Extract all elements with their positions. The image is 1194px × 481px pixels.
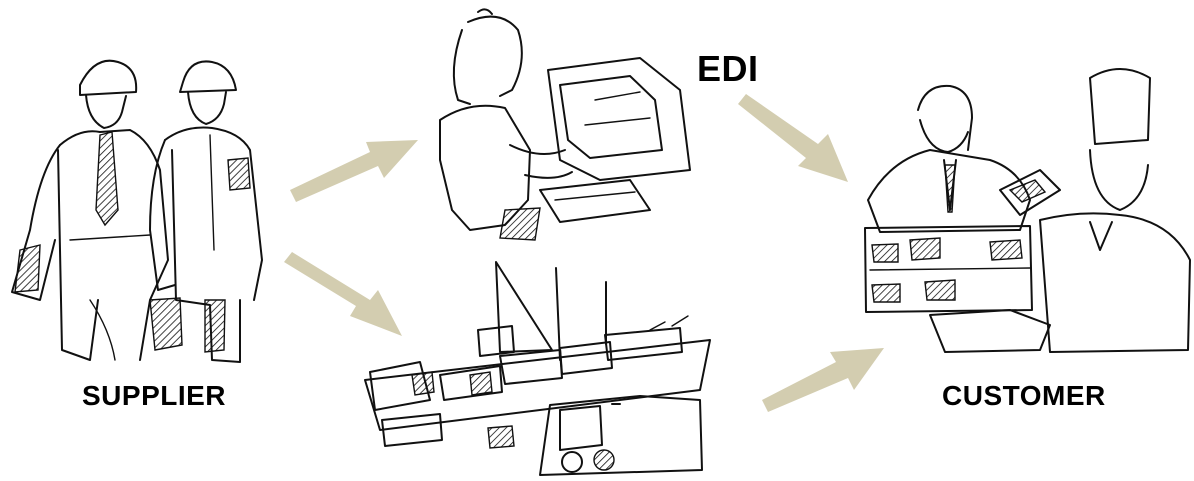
arrow-supplier-to-ship <box>284 252 402 336</box>
arrow-truck-to-customer <box>762 348 884 412</box>
arrow-supplier-to-office <box>290 140 418 202</box>
supplier-label: SUPPLIER <box>82 380 226 412</box>
butcher-chef-customer-illustration <box>865 69 1190 352</box>
customer-label: CUSTOMER <box>942 380 1106 412</box>
cargo-ship-truck-illustration <box>365 262 710 475</box>
arrow-edi-to-customer <box>738 94 848 182</box>
office-worker-computer-illustration <box>440 9 690 240</box>
supplier-workers-illustration <box>12 61 262 362</box>
edi-label: EDI <box>697 48 759 90</box>
